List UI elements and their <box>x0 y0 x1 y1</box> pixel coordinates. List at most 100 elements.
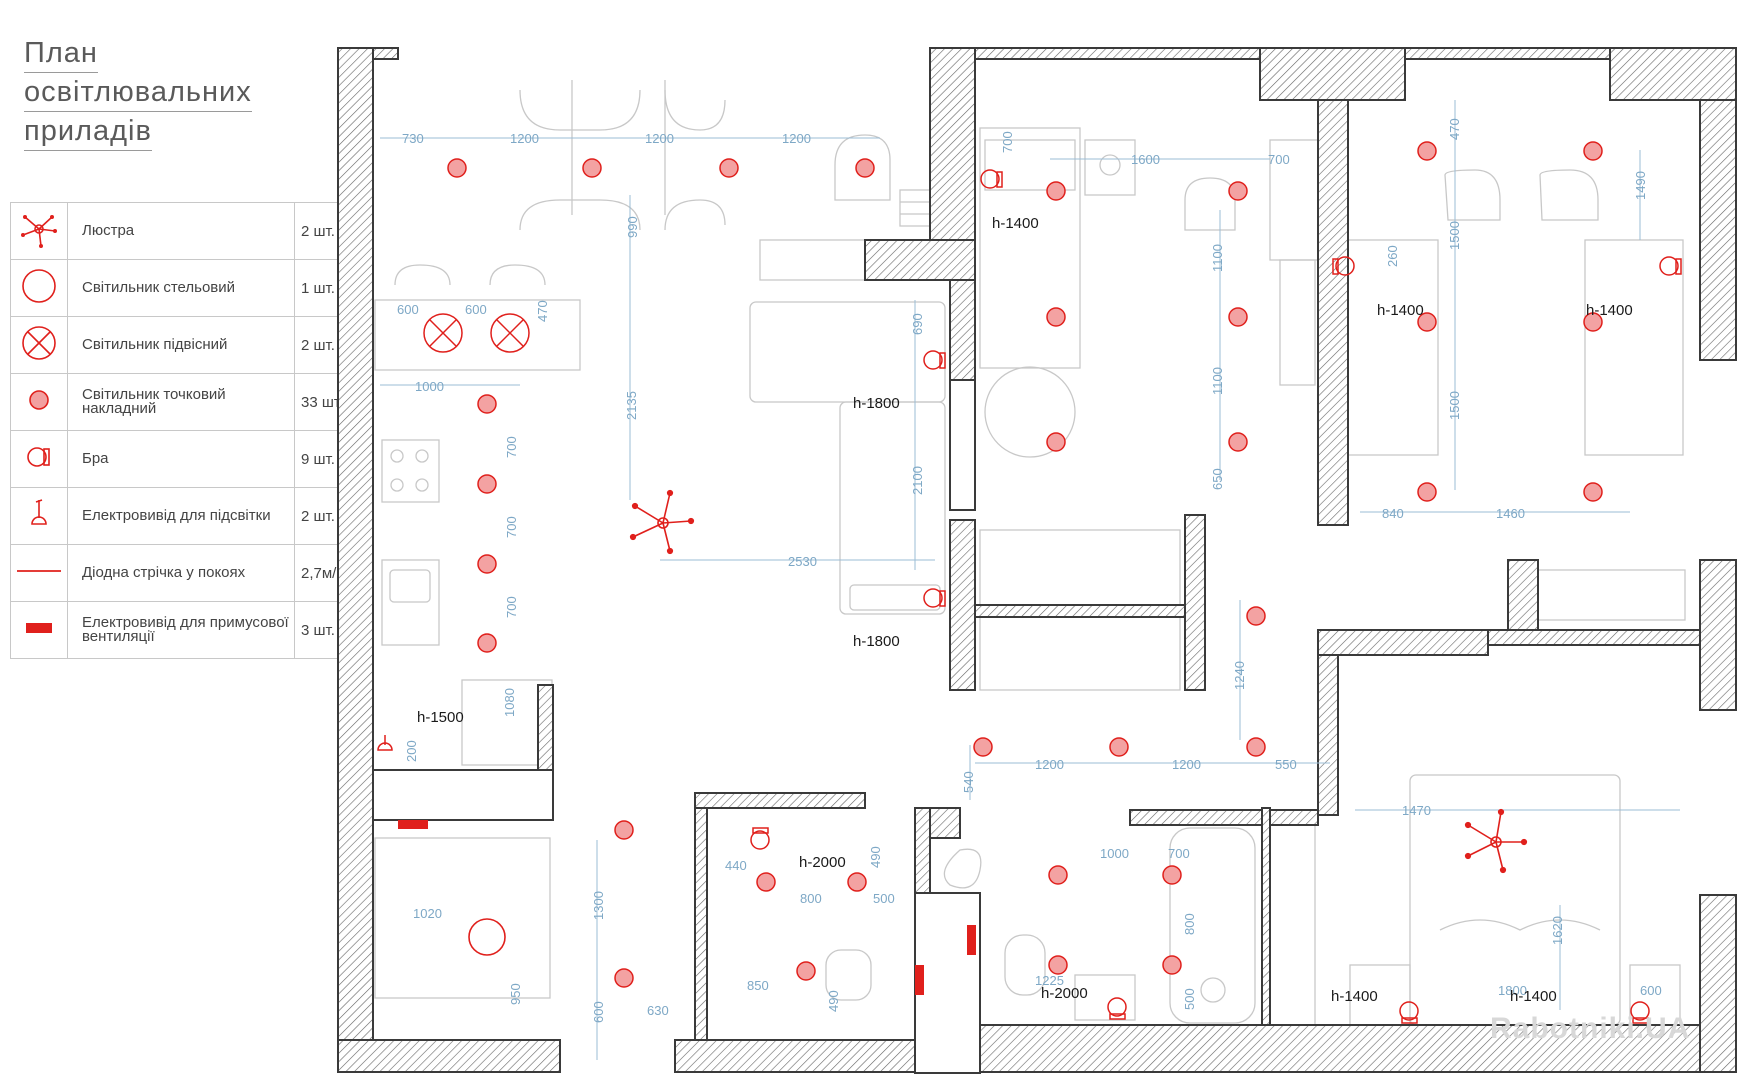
spot-light <box>1417 482 1437 502</box>
dim-label: 500 <box>1182 988 1197 1010</box>
legend-label: Бра <box>67 430 295 488</box>
height-label: h-1800 <box>853 633 900 650</box>
sconce <box>923 588 946 608</box>
spot-light <box>1046 432 1066 452</box>
sconce <box>1399 1001 1419 1024</box>
dimension-lines <box>380 100 1680 1060</box>
dim-label: 1470 <box>1402 803 1431 818</box>
height-label: h-1500 <box>417 709 464 726</box>
spot-light <box>614 820 634 840</box>
plan-title: План освітлювальних приладів <box>24 34 252 151</box>
chandelier-icon <box>10 202 68 260</box>
dim-label: 1620 <box>1550 916 1565 945</box>
vent-outlet-icon <box>10 601 68 659</box>
dim-label: 650 <box>1210 468 1225 490</box>
dim-label: 700 <box>504 436 519 458</box>
dimension-labels: 730 1200 1200 1200 990 600 600 470 1000 … <box>397 118 1662 1023</box>
dim-label: 1800 <box>1498 983 1527 998</box>
dim-label: 690 <box>910 313 925 335</box>
dim-label: 800 <box>800 891 822 906</box>
spot-light <box>1162 955 1182 975</box>
vent-outlets <box>398 820 976 995</box>
dim-label: 490 <box>826 990 841 1012</box>
dim-label: 600 <box>1640 983 1662 998</box>
dim-label: 800 <box>1182 913 1197 935</box>
pendant-light <box>423 313 463 353</box>
ceiling-light <box>468 918 506 956</box>
height-label: h-1400 <box>1377 302 1424 319</box>
dim-label: 840 <box>1382 506 1404 521</box>
dim-label: 1300 <box>591 891 606 920</box>
dim-label: 2135 <box>624 391 639 420</box>
vent-outlet <box>915 965 924 995</box>
spot-light <box>1228 181 1248 201</box>
dim-label: 2100 <box>910 466 925 495</box>
sconce <box>1107 997 1127 1020</box>
legend-label: Світильник підвісний <box>67 316 295 374</box>
dim-label: 730 <box>402 131 424 146</box>
dim-label: 850 <box>747 978 769 993</box>
dim-label: 990 <box>625 216 640 238</box>
spot-light <box>756 872 776 892</box>
dim-label: 1100 <box>1210 244 1225 272</box>
legend-label: Електровивід для примусової вентиляції <box>67 601 295 659</box>
legend-row: Світильник точковий накладний 33 шт. <box>10 373 358 431</box>
title-line-1: План <box>24 34 98 73</box>
dim-label: 1225 <box>1035 973 1064 988</box>
dim-label: 1000 <box>415 379 444 394</box>
dim-label: 1080 <box>502 688 517 717</box>
ceiling-light-icon <box>10 259 68 317</box>
dim-label: 1200 <box>645 131 674 146</box>
dim-label: 470 <box>535 300 550 322</box>
dim-label: 1460 <box>1496 506 1525 521</box>
dim-label: 950 <box>508 983 523 1005</box>
dim-label: 600 <box>397 302 419 317</box>
dim-label: 1240 <box>1232 661 1247 690</box>
dim-label: 500 <box>873 891 895 906</box>
spot-light <box>1246 737 1266 757</box>
dim-label: 1500 <box>1447 391 1462 420</box>
height-label: h-2000 <box>1041 985 1088 1002</box>
dim-label: 1500 <box>1447 221 1462 250</box>
height-label: h-1400 <box>1586 302 1633 319</box>
spot-light <box>1048 865 1068 885</box>
dim-label: 1200 <box>1172 757 1201 772</box>
sconces <box>750 169 1682 1024</box>
height-labels: h-1400 h-1800 h-1800 h-1500 h-2000 h-200… <box>417 215 1633 1005</box>
height-label: h-2000 <box>799 854 846 871</box>
spot-light <box>1048 955 1068 975</box>
spot-light <box>477 474 497 494</box>
dim-label: 260 <box>1385 245 1400 267</box>
spot-light <box>719 158 739 178</box>
dim-label: 1000 <box>1100 846 1129 861</box>
legend-label: Електровивід для підсвітки <box>67 487 295 545</box>
spot-light <box>447 158 467 178</box>
chandelier <box>1464 808 1528 874</box>
dim-label: 600 <box>591 1001 606 1023</box>
title-line-2: освітлювальних <box>24 73 252 112</box>
dim-label: 700 <box>504 596 519 618</box>
dim-label: 1200 <box>510 131 539 146</box>
spot-light <box>1228 432 1248 452</box>
sconce-icon <box>10 430 68 488</box>
title-line-3: приладів <box>24 112 152 151</box>
legend-row: Світильник підвісний 2 шт. <box>10 316 358 374</box>
dim-label: 700 <box>1000 131 1015 153</box>
spot-light <box>1046 181 1066 201</box>
spot-light <box>614 968 634 988</box>
spot-light <box>1583 312 1603 332</box>
outlet-lighting <box>377 735 393 751</box>
sconce <box>923 350 946 370</box>
dim-label: 700 <box>1168 846 1190 861</box>
chandelier <box>629 489 695 555</box>
dim-label: 1200 <box>782 131 811 146</box>
spot-light <box>582 158 602 178</box>
spot-light <box>847 872 867 892</box>
spot-light <box>1417 141 1437 161</box>
spot-light <box>855 158 875 178</box>
dim-label: 630 <box>647 1003 669 1018</box>
sconce <box>1332 256 1355 276</box>
height-label: h-1800 <box>853 395 900 412</box>
vent-outlet <box>967 925 976 955</box>
